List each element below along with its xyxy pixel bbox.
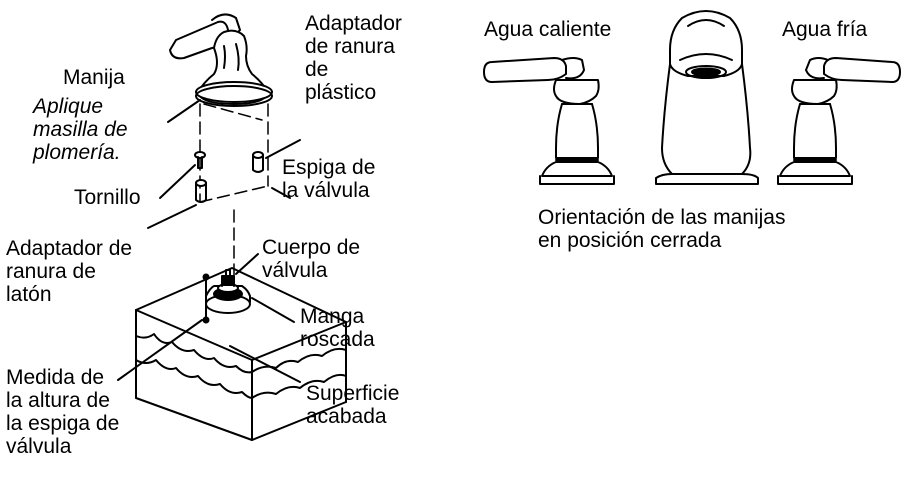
superficie-label: Superficie acabada xyxy=(306,382,400,428)
aplique-leader-line xyxy=(167,99,201,123)
valve-body-illustration xyxy=(205,269,251,314)
handle-assembly-illustration xyxy=(169,13,273,107)
agua-fria-label: Agua fría xyxy=(782,18,868,41)
plastic-adapter-illustration xyxy=(252,151,264,173)
tornillo-label: Tornillo xyxy=(74,186,141,209)
adaptador-plastico-leader-line xyxy=(265,139,301,159)
cold-handle-illustration xyxy=(777,57,901,185)
adaptador-laton-label: Adaptador de ranura de latón xyxy=(6,237,133,306)
espiga-leader-line xyxy=(271,187,291,199)
aplique-label: Aplique masilla de plomería. xyxy=(33,95,128,164)
espiga-label: Espiga de la válvula xyxy=(282,156,376,202)
exploded-view-dashed-lines xyxy=(199,103,269,277)
manga-label: Manga roscada xyxy=(300,305,375,351)
adaptador-plastico-label: Adaptador de ranura de plástico xyxy=(305,12,402,104)
superficie-leader-line xyxy=(229,345,301,383)
medida-leader-line xyxy=(117,319,203,381)
brass-adapter-illustration xyxy=(195,179,207,203)
manija-label: Manija xyxy=(63,66,125,89)
orientacion-caption: Orientación de las manijas en posición c… xyxy=(538,206,786,252)
adaptador-laton-leader-line xyxy=(147,204,197,229)
manga-leader-line xyxy=(251,297,295,323)
spout-illustration xyxy=(655,10,759,185)
medida-label: Medida de la altura de la espiga de válv… xyxy=(6,366,120,458)
cuerpo-label: Cuerpo de válvula xyxy=(262,236,361,282)
screw-illustration xyxy=(194,151,206,169)
height-measurement-illustration xyxy=(202,273,210,324)
hot-handle-illustration xyxy=(483,57,615,185)
agua-caliente-label: Agua caliente xyxy=(484,18,612,41)
tornillo-leader-line xyxy=(159,164,196,199)
